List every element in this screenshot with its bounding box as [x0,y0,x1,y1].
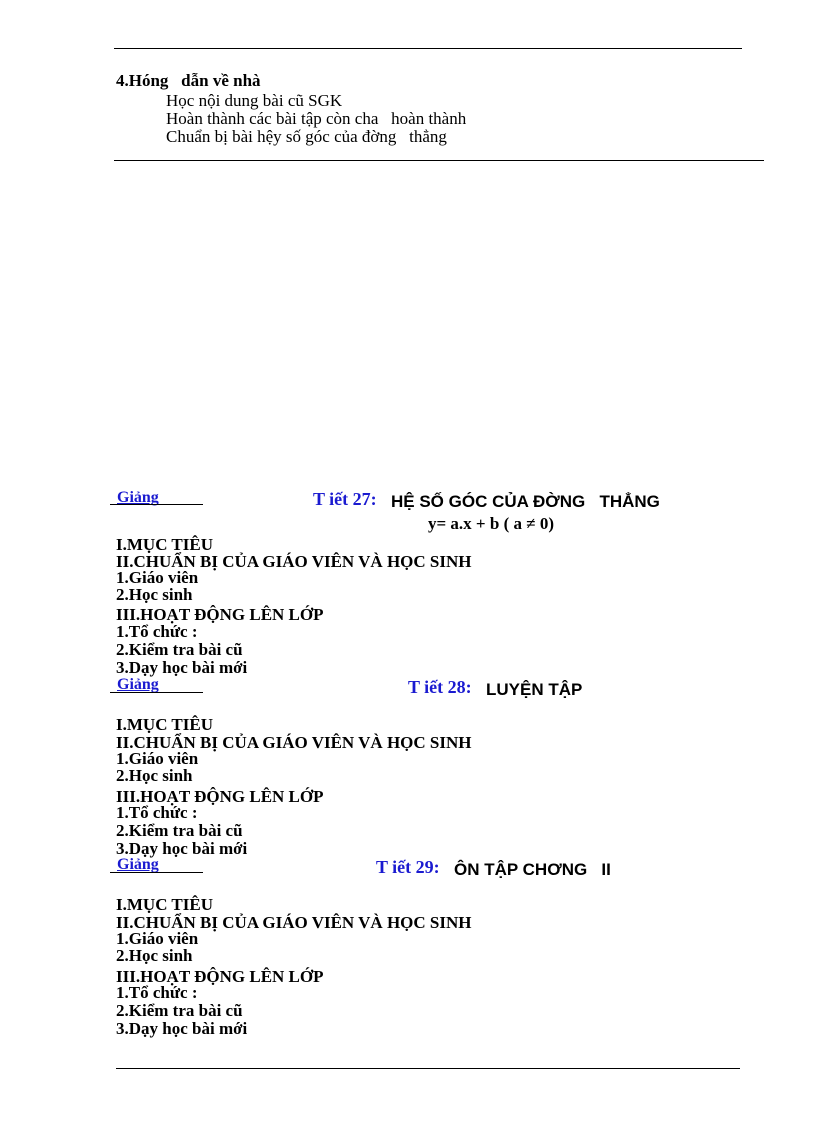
outline-item: 2.Kiểm tra bài cũ [116,821,243,840]
outline-item: 2.Kiểm tra bài cũ [116,1001,243,1020]
outline-item: II.CHUẨN BỊ CỦA GIÁO VIÊN VÀ HỌC SINH [116,733,472,752]
giang-label: Giảng [117,489,159,506]
giang-underline [110,504,203,505]
homework-item: Chuẩn bị bài hệy số góc của đờng thẳng [166,127,447,146]
outline-item: 3.Dạy học bài mới [116,1019,248,1038]
outline-item: III.HOẠT ĐỘNG LÊN LỚP [116,967,324,986]
outline-item: 2.Kiểm tra bài cũ [116,640,243,659]
outline-item: 1.Giáo viên [116,929,199,948]
outline-item: I.MỤC TIÊU [116,715,213,734]
lesson-29: Giảng T iết 29: ÔN TẬP CHƠNG II I.MỤC TI… [0,856,816,1038]
lesson-28: Giảng T iết 28: LUYỆN TẬP I.MỤC TIÊU II.… [0,676,816,858]
outline-item: 2.Học sinh [116,946,193,965]
outline-item: 1.Tổ chức : [116,983,198,1002]
outline-item: III.HOẠT ĐỘNG LÊN LỚP [116,787,324,806]
lesson-27: Giảng T iết 27: HỆ SỐ GÓC CỦA ĐỜNG THẲNG… [0,488,816,676]
homework-item: Hoàn thành các bài tập còn cha hoàn thàn… [166,109,467,128]
homework-heading: 4.Hóng dẫn về nhà [116,71,261,90]
giang-label: Giảng [117,856,159,873]
giang-underline [110,692,203,693]
outline-item: 1.Tổ chức : [116,803,198,822]
top-rule [114,48,742,49]
lesson-number: T iết 28: [408,677,472,697]
lesson-title: LUYỆN TẬP [486,680,583,699]
lesson-formula: y= a.x + b ( a ≠ 0) [428,514,554,533]
outline-item: 3.Dạy học bài mới [116,658,248,677]
outline-item: 3.Dạy học bài mới [116,839,248,858]
outline-item: II.CHUẨN BỊ CỦA GIÁO VIÊN VÀ HỌC SINH [116,552,472,571]
lesson-title: HỆ SỐ GÓC CỦA ĐỜNG THẲNG [391,492,660,511]
bottom-rule [116,1068,740,1069]
outline-item: II.CHUẨN BỊ CỦA GIÁO VIÊN VÀ HỌC SINH [116,913,472,932]
outline-item: I.MỤC TIÊU [116,535,213,554]
outline-item: 2.Học sinh [116,766,193,785]
outline-item: 2.Học sinh [116,585,193,604]
outline-item: I.MỤC TIÊU [116,895,213,914]
lesson-title: ÔN TẬP CHƠNG II [454,860,611,879]
outline-item: III.HOẠT ĐỘNG LÊN LỚP [116,605,324,624]
lesson-number: T iết 27: [313,489,377,509]
section-rule [114,160,764,161]
outline-item: 1.Giáo viên [116,749,199,768]
outline-item: 1.Tổ chức : [116,622,198,641]
outline-item: 1.Giáo viên [116,568,199,587]
lesson-number: T iết 29: [376,857,440,877]
giang-underline [110,872,203,873]
homework-item: Học nội dung bài cũ SGK [166,91,343,110]
giang-label: Giảng [117,676,159,693]
